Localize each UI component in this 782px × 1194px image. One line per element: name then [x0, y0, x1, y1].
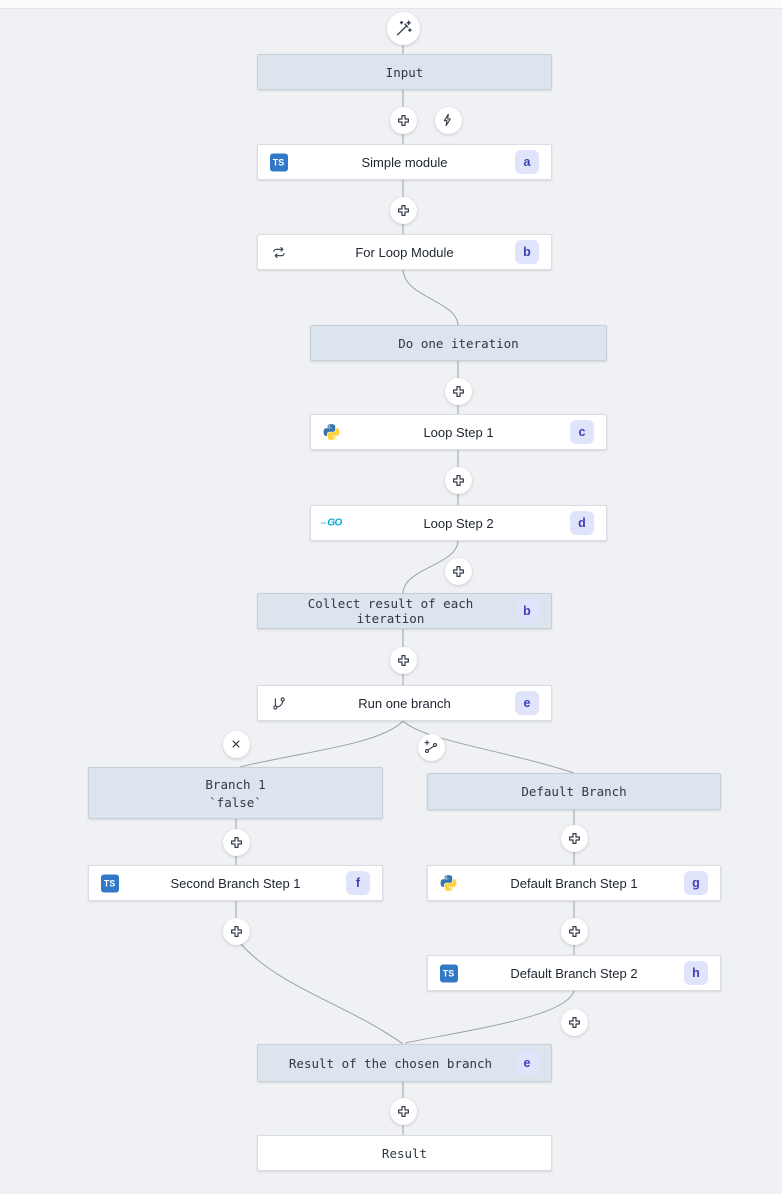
- plus-icon: [397, 1105, 409, 1117]
- go-icon-lines: [321, 522, 327, 524]
- add-step-button[interactable]: [560, 917, 588, 945]
- add-step-button[interactable]: [560, 824, 588, 852]
- plus-icon: [568, 832, 580, 844]
- node-label: Run one branch: [358, 695, 451, 711]
- python-icon: [322, 423, 341, 442]
- node-second-branch-step-1[interactable]: TS Second Branch Step 1 f: [88, 865, 383, 901]
- plus-icon: [397, 114, 409, 126]
- edge-path: [404, 990, 575, 1044]
- add-branch-icon: [424, 740, 438, 754]
- node-label: Default Branch Step 2: [510, 965, 638, 981]
- plus-icon: [452, 474, 464, 486]
- plus-icon: [397, 204, 409, 216]
- step-id-badge: c: [570, 420, 594, 444]
- node-label: Result of the chosen branch: [288, 1055, 493, 1071]
- branch-condition: `false`: [209, 794, 262, 810]
- typescript-icon: TS: [100, 874, 119, 893]
- python-icon: [439, 874, 458, 893]
- plus-icon: [397, 654, 409, 666]
- typescript-icon-label: TS: [269, 153, 288, 171]
- add-step-button[interactable]: [560, 1008, 588, 1036]
- close-icon: [232, 740, 240, 748]
- edge-path: [402, 540, 459, 594]
- remove-branch-button[interactable]: [222, 730, 250, 758]
- plus-icon: [568, 1016, 580, 1028]
- trigger-button[interactable]: [434, 106, 462, 134]
- node-label: Do one iteration: [398, 335, 519, 351]
- node-default-branch-step-1[interactable]: Default Branch Step 1 g: [427, 865, 721, 901]
- step-id-badge: a: [515, 150, 539, 174]
- node-do-one-iteration[interactable]: Do one iteration: [310, 325, 607, 361]
- step-id-badge: h: [684, 961, 708, 985]
- node-label: For Loop Module: [355, 244, 454, 260]
- step-id-badge: d: [570, 511, 594, 535]
- plus-icon: [452, 385, 464, 397]
- typescript-icon: TS: [269, 153, 288, 172]
- repeat-icon: [269, 243, 288, 262]
- top-divider: [0, 0, 782, 9]
- node-label: Loop Step 1: [423, 424, 494, 440]
- step-id-badge: e: [515, 691, 539, 715]
- node-collect-result[interactable]: Collect result of each iteration b: [257, 593, 552, 629]
- step-id-badge: b: [515, 240, 539, 264]
- add-step-button[interactable]: [444, 377, 472, 405]
- node-default-branch[interactable]: Default Branch: [427, 773, 721, 810]
- node-run-one-branch[interactable]: Run one branch e: [257, 685, 552, 721]
- wand-sparkles-icon: [396, 20, 412, 36]
- step-id-badge: e: [515, 1051, 539, 1075]
- edge-path: [239, 720, 404, 768]
- plus-icon: [452, 565, 464, 577]
- step-id-badge: g: [684, 871, 708, 895]
- node-label: Default Branch: [521, 784, 627, 799]
- node-input[interactable]: Input: [257, 54, 552, 90]
- edge-path: [402, 269, 459, 326]
- add-step-button[interactable]: [444, 466, 472, 494]
- bolt-icon: [443, 113, 451, 127]
- node-loop-step-1[interactable]: Loop Step 1 c: [310, 414, 607, 450]
- edge-path: [239, 942, 404, 1045]
- node-result-of-chosen-branch[interactable]: Result of the chosen branch e: [257, 1044, 552, 1082]
- node-branch-1[interactable]: Branch 1 `false`: [88, 767, 383, 819]
- add-step-button[interactable]: [389, 646, 417, 674]
- add-step-button[interactable]: [222, 828, 250, 856]
- node-label: Second Branch Step 1: [170, 875, 301, 891]
- step-id-badge: f: [346, 871, 370, 895]
- typescript-icon-label: TS: [439, 964, 458, 982]
- node-label: Result: [381, 1145, 428, 1161]
- node-label: Input: [385, 64, 424, 80]
- edge-path: [402, 720, 575, 774]
- git-branch-icon: [269, 694, 288, 713]
- branch-label: Branch 1: [205, 776, 266, 792]
- go-icon: GO: [321, 514, 342, 533]
- go-icon-label: GO: [327, 517, 342, 529]
- node-label: Collect result of each iteration: [307, 596, 474, 626]
- plus-icon: [568, 925, 580, 937]
- node-label: Simple module: [361, 154, 448, 170]
- node-for-loop-module[interactable]: For Loop Module b: [257, 234, 552, 270]
- typescript-icon-label: TS: [100, 874, 119, 892]
- add-branch-button[interactable]: [417, 733, 445, 761]
- add-step-button[interactable]: [444, 557, 472, 585]
- plus-icon: [230, 925, 242, 937]
- add-step-button[interactable]: [389, 106, 417, 134]
- add-step-button[interactable]: [222, 917, 250, 945]
- step-id-badge: b: [515, 599, 539, 623]
- node-result[interactable]: Result: [257, 1135, 552, 1171]
- node-label: Default Branch Step 1: [510, 875, 638, 891]
- add-step-button[interactable]: [389, 196, 417, 224]
- node-label: Loop Step 2: [423, 515, 494, 531]
- typescript-icon: TS: [439, 964, 458, 983]
- node-simple-module[interactable]: TS Simple module a: [257, 144, 552, 180]
- ai-flow-button[interactable]: [386, 11, 420, 45]
- node-default-branch-step-2[interactable]: TS Default Branch Step 2 h: [427, 955, 721, 991]
- node-loop-step-2[interactable]: GO Loop Step 2 d: [310, 505, 607, 541]
- add-step-button[interactable]: [389, 1097, 417, 1125]
- plus-icon: [230, 836, 242, 848]
